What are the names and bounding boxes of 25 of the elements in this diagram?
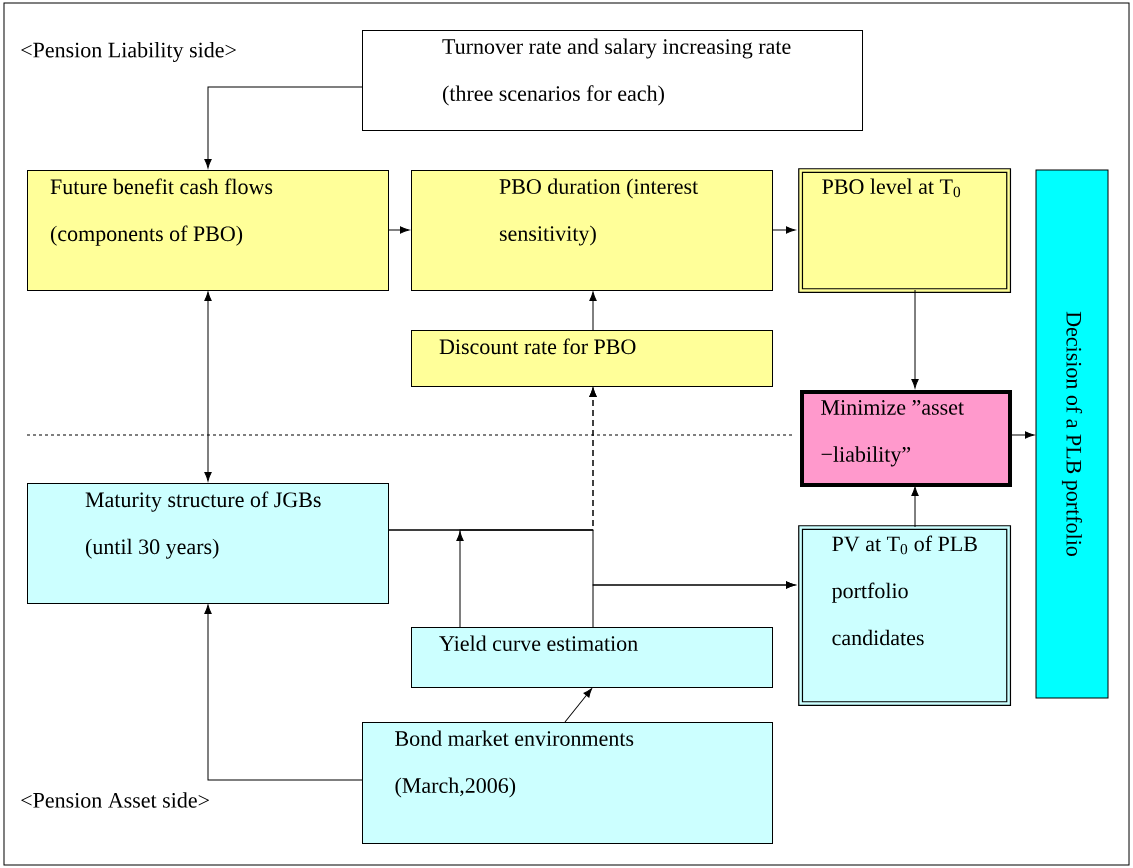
arrow bbox=[911, 486, 919, 528]
arrow bbox=[771, 226, 796, 234]
result-box: PBO level at T$_{0}$ bbox=[798, 168, 1012, 294]
result-box: PV at T$_{0}$ of PLB portfolio candidates bbox=[798, 525, 1012, 707]
arrow bbox=[564, 688, 593, 723]
arrow bbox=[387, 226, 410, 234]
side-label: <Pension Liability side> bbox=[21, 42, 236, 62]
process-box: Future benefit cash flows (components of PBO) bbox=[27, 170, 389, 291]
process-box: Yield curve estimation bbox=[411, 627, 773, 688]
arrow bbox=[204, 291, 212, 482]
process-box: Discount rate for PBO bbox=[411, 330, 773, 387]
arrow bbox=[204, 86, 363, 169]
process-box: PBO duration (interest sensitivity) bbox=[411, 170, 773, 291]
process-box: Turnover rate and salary increasing rate (three scenarios for each) bbox=[362, 30, 863, 131]
arrow bbox=[592, 581, 796, 628]
side-label: <Pension Asset side> bbox=[21, 792, 209, 808]
objective-box: Minimize ”asset −liability” bbox=[800, 390, 1012, 487]
process-box: Maturity structure of JGBs (until 30 years) bbox=[27, 483, 389, 604]
decision-bar: Decision of a PLB portfolio bbox=[1035, 169, 1109, 699]
arrow bbox=[204, 604, 363, 781]
arrow bbox=[456, 387, 597, 628]
arrow bbox=[911, 289, 919, 389]
arrow bbox=[589, 291, 597, 331]
arrow bbox=[1009, 431, 1035, 439]
process-box: Bond market environments (March,2006) bbox=[362, 722, 773, 844]
